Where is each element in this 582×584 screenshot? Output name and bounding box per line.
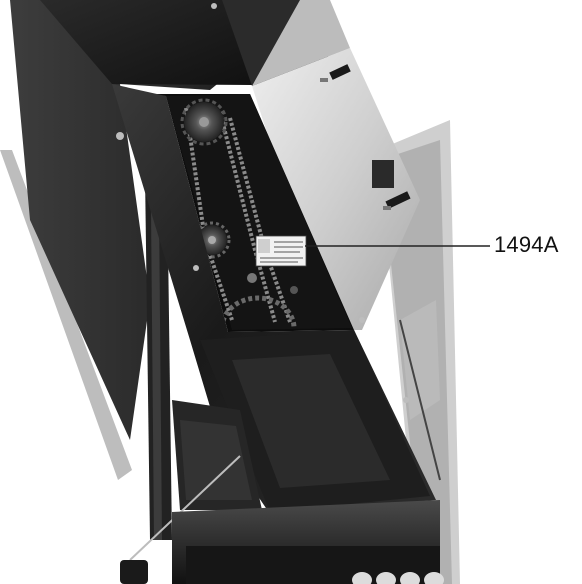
callout-label: 1494A bbox=[494, 232, 559, 257]
